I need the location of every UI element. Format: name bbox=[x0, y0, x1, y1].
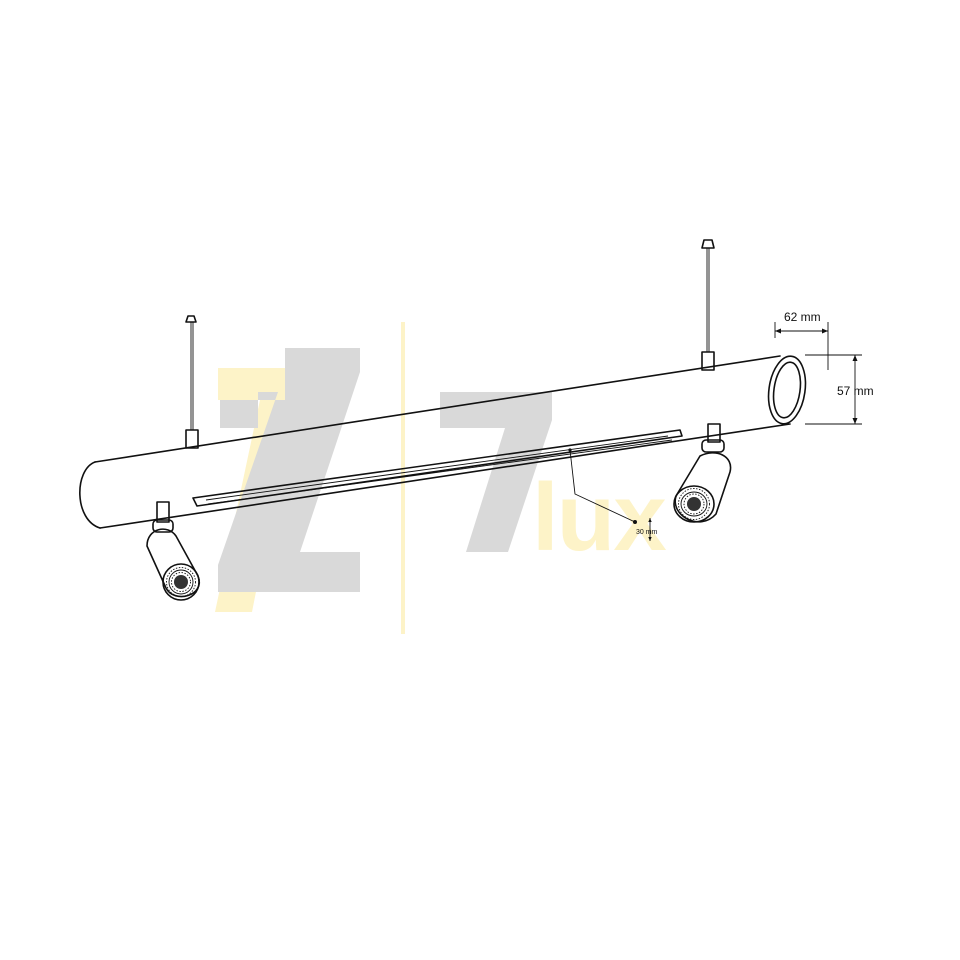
dimension-width-label: 62 mm bbox=[784, 310, 821, 324]
spotlight-right bbox=[673, 423, 732, 523]
dimension-height: 57 mm bbox=[805, 354, 874, 425]
watermark-logo: lux bbox=[215, 322, 668, 634]
spotlight-left bbox=[146, 501, 201, 601]
tube-body bbox=[79, 355, 807, 529]
suspension-left bbox=[185, 315, 199, 449]
watermark-z-grey bbox=[218, 348, 360, 592]
dimension-slot-label: 30 mm bbox=[636, 529, 658, 536]
linear-slot bbox=[192, 429, 683, 507]
dimension-width: 62 mm bbox=[774, 310, 829, 370]
watermark-lux: lux bbox=[532, 464, 666, 571]
watermark-divider bbox=[401, 322, 405, 634]
suspension-right bbox=[701, 239, 715, 371]
watermark-seven bbox=[440, 392, 552, 552]
dimension-slot: 30 mm bbox=[568, 448, 658, 541]
dimension-height-label: 57 mm bbox=[837, 384, 874, 398]
